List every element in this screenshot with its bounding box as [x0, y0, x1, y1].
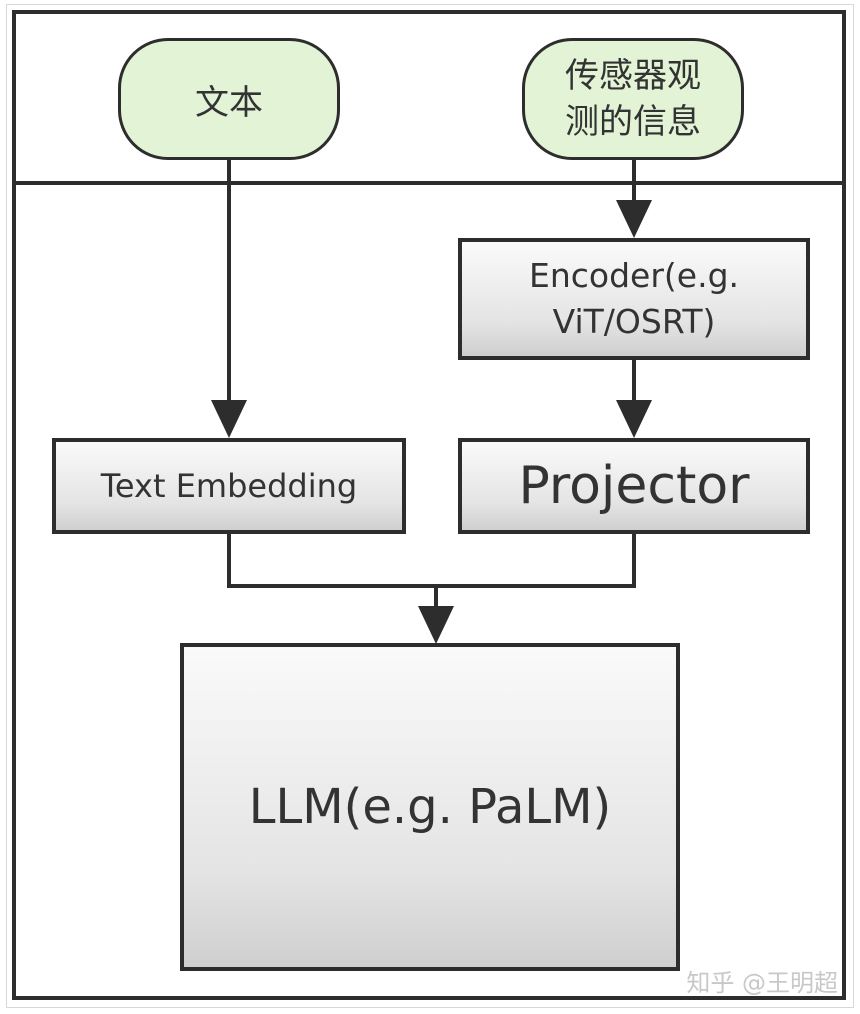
arrowhead-encoder	[616, 200, 652, 238]
outer-shadow-border	[6, 4, 854, 1008]
arrowhead-projector	[616, 400, 652, 438]
section-divider	[12, 181, 846, 185]
llm-node: LLM(e.g. PaLM)	[180, 643, 680, 971]
llm-label: LLM(e.g. PaLM)	[248, 779, 612, 835]
text-embedding-label: Text Embedding	[100, 467, 358, 505]
text-input-node: 文本	[118, 38, 340, 160]
merge-line	[227, 534, 636, 588]
encoder-node: Encoder(e.g. ViT/OSRT)	[458, 238, 810, 360]
sensor-input-node: 传感器观测的信息	[522, 38, 744, 160]
projector-node: Projector	[458, 438, 810, 534]
diagram-frame	[12, 10, 846, 1000]
projector-label: Projector	[518, 456, 750, 516]
text-input-label: 文本	[195, 82, 263, 123]
encoder-label: Encoder(e.g. ViT/OSRT)	[528, 256, 740, 341]
text-embedding-node: Text Embedding	[52, 438, 406, 534]
arrowhead-llm	[418, 606, 454, 644]
sensor-input-label: 传感器观测的信息	[565, 56, 701, 142]
arrowhead-text-embedding	[211, 400, 247, 438]
watermark: 知乎 @王明超	[686, 969, 838, 997]
